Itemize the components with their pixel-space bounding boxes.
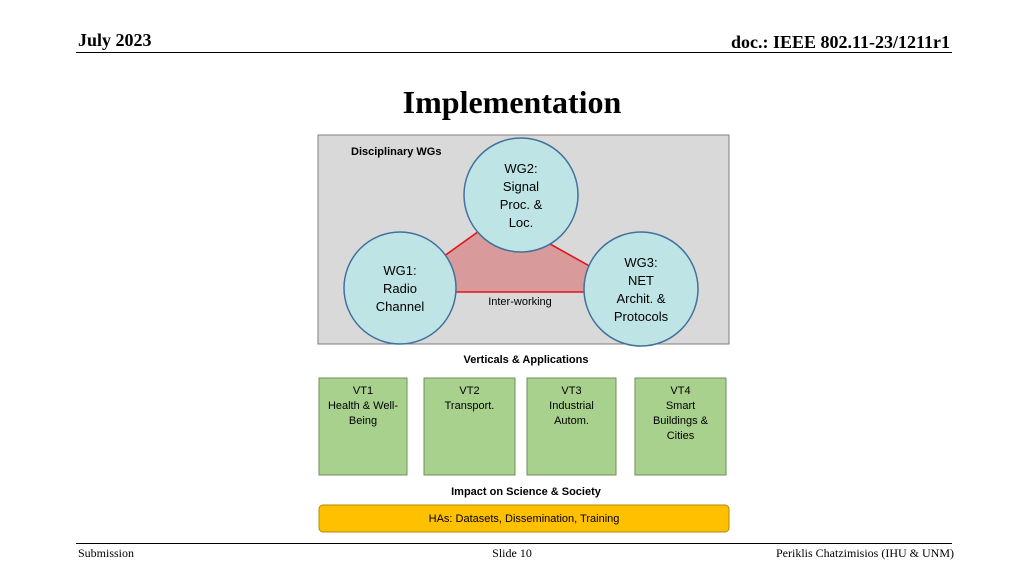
footer-rule [76, 543, 952, 544]
vt1-box [318, 377, 408, 476]
slide-title: Implementation [402, 84, 622, 120]
wg1-circle [343, 231, 457, 345]
footer-slide-number: Slide 10 [492, 546, 532, 560]
header-rule [76, 52, 952, 53]
disciplinary-wgs-label: Disciplinary WGs [351, 146, 441, 158]
vt1-label-line: Being [349, 415, 377, 427]
vt4-label-line: Buildings & [653, 415, 709, 427]
impact-bar-label: HAs: Datasets, Dissemination, Training [429, 513, 620, 525]
header-date: July 2023 [78, 30, 152, 50]
wg1-label-line: Radio [383, 281, 417, 296]
impact-label: Impact on Science & Society [451, 486, 602, 498]
wg3-label-line: WG3: [624, 255, 657, 270]
vt2-label-line: Transport. [445, 400, 495, 412]
wg2-label-line: Proc. & [500, 197, 543, 212]
vt3-label-line: Autom. [554, 415, 589, 427]
vt2-label-line: VT2 [459, 385, 479, 397]
footer-author: Periklis Chatzimisios (IHU & UNM) [776, 546, 954, 560]
header-doc-id: doc.: IEEE 802.11-23/1211r1 [730, 32, 950, 52]
vt4-box [634, 377, 727, 476]
vt1-label-line: VT1 [353, 385, 373, 397]
vt3-box [526, 377, 617, 476]
wg2-circle [463, 137, 579, 253]
vt4-label-line: Smart [666, 400, 695, 412]
vt3-label-line: Industrial [549, 400, 594, 412]
wg3-label-line: NET [628, 273, 654, 288]
wg1-label-line: Channel [376, 299, 425, 314]
footer-submission: Submission [78, 546, 135, 560]
wg2-label-line: Signal [503, 179, 539, 194]
verticals-label: Verticals & Applications [464, 354, 589, 366]
wg3-label-line: Protocols [614, 309, 669, 324]
vt4-label-line: Cities [667, 430, 695, 442]
inter-working-label: Inter-working [488, 296, 552, 308]
wg2-label-line: WG2: [504, 161, 537, 176]
wg3-label-line: Archit. & [616, 291, 665, 306]
vt2-box [423, 377, 516, 476]
vt3-label-line: VT3 [561, 385, 581, 397]
impact-bar [318, 504, 730, 533]
vt4-label-line: VT4 [670, 385, 690, 397]
vt1-label-line: Health & Well- [328, 400, 398, 412]
wg2-label-line: Loc. [509, 215, 534, 230]
wg3-circle [583, 231, 699, 347]
wg1-label-line: WG1: [383, 263, 416, 278]
